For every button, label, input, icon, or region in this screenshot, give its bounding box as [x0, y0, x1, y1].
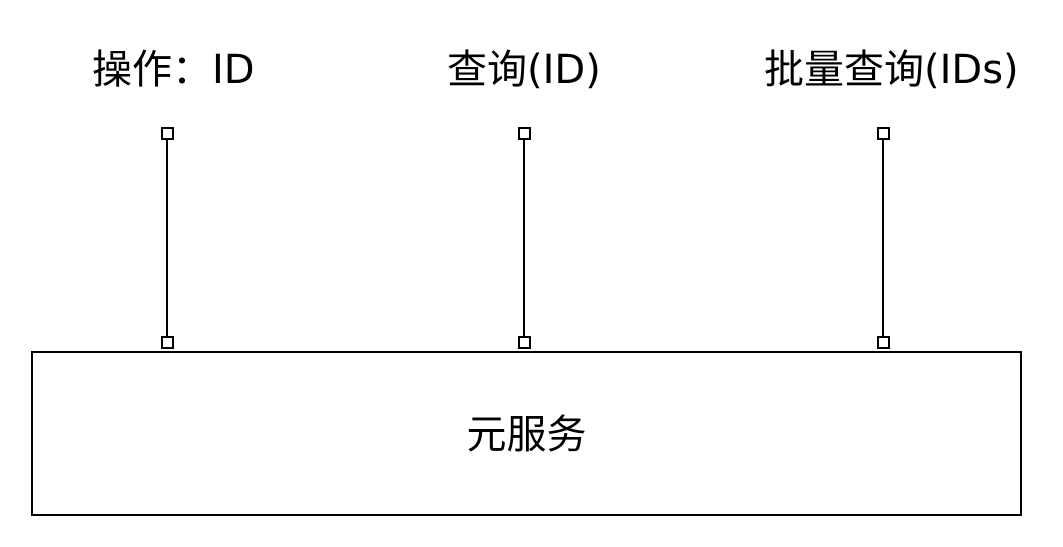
interface-port-bottom-batch-query — [877, 336, 890, 349]
interface-label-query: 查询(ID) — [447, 47, 601, 93]
interface-port-bottom-query — [518, 336, 531, 349]
interface-connector-query — [523, 140, 525, 337]
interface-port-top-query — [518, 127, 531, 140]
interface-connector-batch-query — [882, 140, 884, 337]
interface-port-top-operate — [161, 127, 174, 140]
interface-label-operate: 操作：ID — [92, 47, 255, 93]
interface-port-top-batch-query — [877, 127, 890, 140]
meta-service-box: 元服务 — [31, 351, 1022, 516]
interface-connector-operate — [166, 140, 168, 337]
interface-port-bottom-operate — [161, 336, 174, 349]
interface-label-batch-query: 批量查询(IDs) — [764, 47, 1019, 93]
meta-service-label: 元服务 — [466, 412, 587, 458]
